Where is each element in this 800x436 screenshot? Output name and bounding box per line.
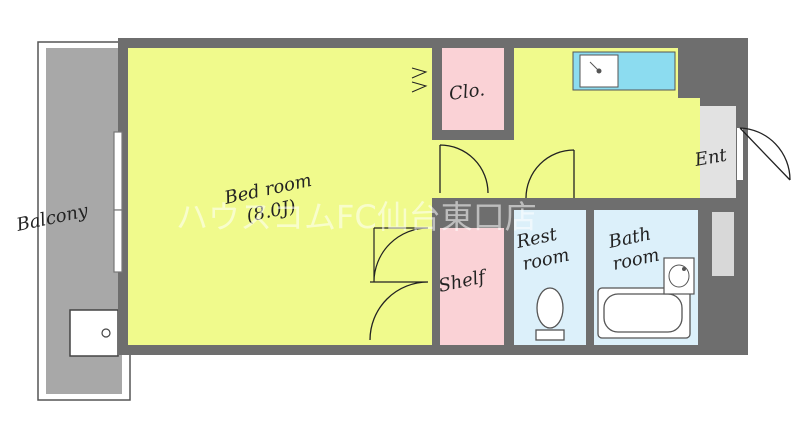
bedroom-floor bbox=[128, 48, 432, 345]
watermark: ハウスコムFC仙台東口店 bbox=[176, 198, 537, 236]
entrance-floor bbox=[700, 106, 736, 198]
toilet bbox=[535, 287, 565, 341]
shelf-floor bbox=[440, 228, 504, 345]
closet-floor bbox=[442, 48, 504, 130]
washer-space bbox=[712, 212, 734, 276]
closet-label: Clo. bbox=[448, 79, 486, 105]
aircon-unit bbox=[69, 309, 119, 357]
bathtub bbox=[597, 287, 691, 339]
balcony-window bbox=[113, 131, 123, 273]
doors bbox=[369, 67, 791, 341]
wash-basin bbox=[663, 257, 695, 295]
kitchen-sink bbox=[572, 51, 676, 91]
